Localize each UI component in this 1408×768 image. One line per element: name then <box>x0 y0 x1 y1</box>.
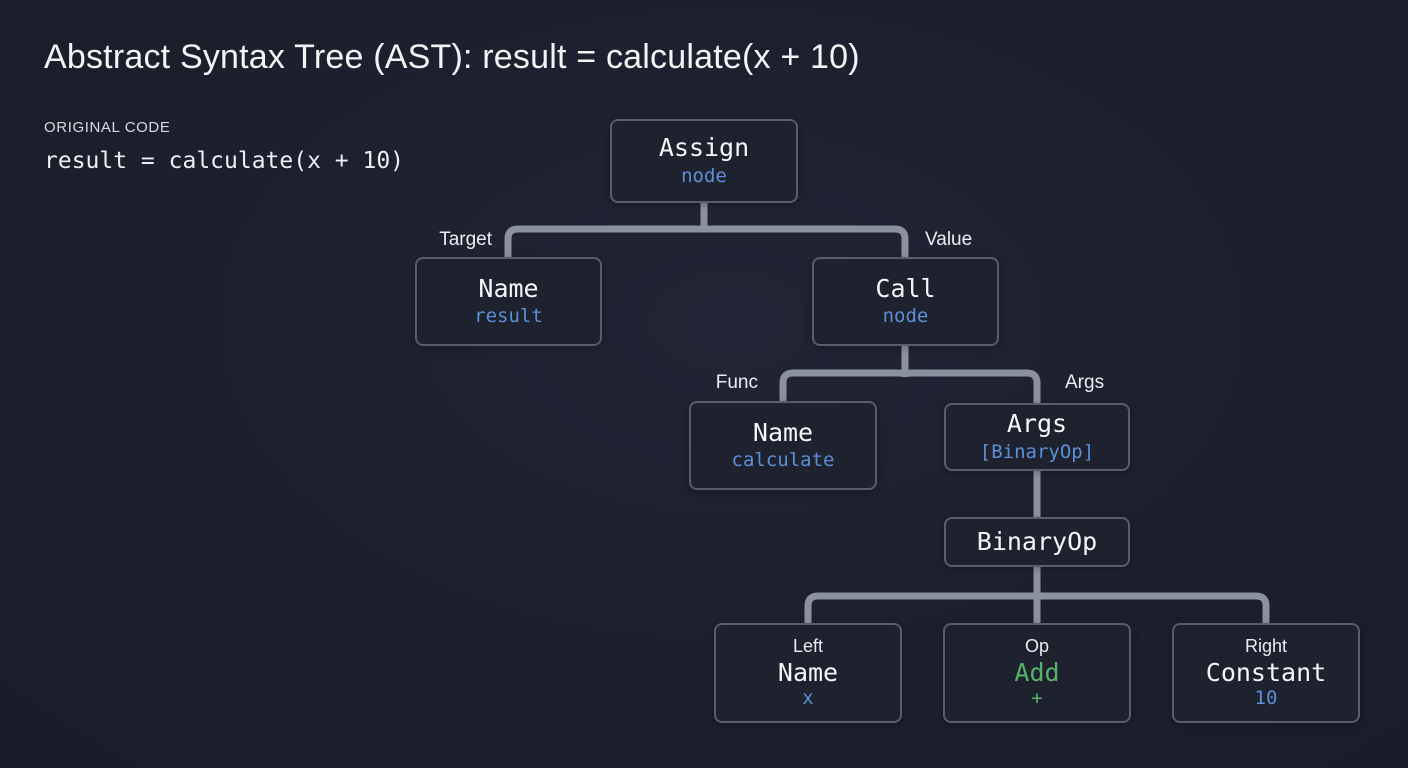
node-sublabel: Right <box>1244 635 1288 656</box>
tree-node-call: Call node <box>812 257 999 346</box>
node-value: [BinaryOp] <box>979 440 1095 463</box>
tree-node-args: Args [BinaryOp] <box>944 403 1130 471</box>
node-name: Name <box>777 657 839 687</box>
node-name: Name <box>478 273 539 303</box>
tree-node-left: Left Name x <box>714 623 902 723</box>
node-name: Constant <box>1205 657 1327 687</box>
node-name: Name <box>752 417 814 447</box>
node-value: node <box>882 305 929 328</box>
tree-node-op: Op Add + <box>943 623 1131 723</box>
node-value: + <box>1031 687 1043 710</box>
node-name: Add <box>1014 657 1060 687</box>
node-name: Assign <box>658 133 750 163</box>
tree-node-assign: Assign node <box>610 119 798 203</box>
node-value: result <box>474 305 543 328</box>
tree-node-target-name: Name result <box>415 257 602 346</box>
original-code-line: result = calculate(x + 10) <box>44 148 405 174</box>
tree-node-func-name: Name calculate <box>689 401 877 490</box>
connector-call-children <box>779 369 1041 404</box>
edge-label-target: Target <box>439 229 492 250</box>
edge-label-args: Args <box>1065 372 1105 393</box>
node-name: BinaryOp <box>976 526 1098 556</box>
node-value: calculate <box>731 449 835 472</box>
node-value: 10 <box>1254 687 1278 710</box>
node-name: Args <box>1006 409 1068 439</box>
tree-node-right: Right Constant 10 <box>1172 623 1360 723</box>
connector-binaryop-children <box>804 592 1270 624</box>
edge-label-value: Value <box>925 229 973 250</box>
node-sublabel: Left <box>792 635 824 656</box>
original-code-label: ORIGINAL CODE <box>44 119 171 136</box>
node-name: Call <box>875 273 936 303</box>
page-title: Abstract Syntax Tree (AST): result = cal… <box>44 38 860 76</box>
node-value: x <box>802 687 814 710</box>
connector-assign-children <box>504 225 909 258</box>
tree-node-binaryop: BinaryOp <box>944 517 1130 567</box>
node-sublabel: Op <box>1024 635 1049 656</box>
node-value: node <box>681 164 727 187</box>
edge-label-func: Func <box>715 372 758 393</box>
